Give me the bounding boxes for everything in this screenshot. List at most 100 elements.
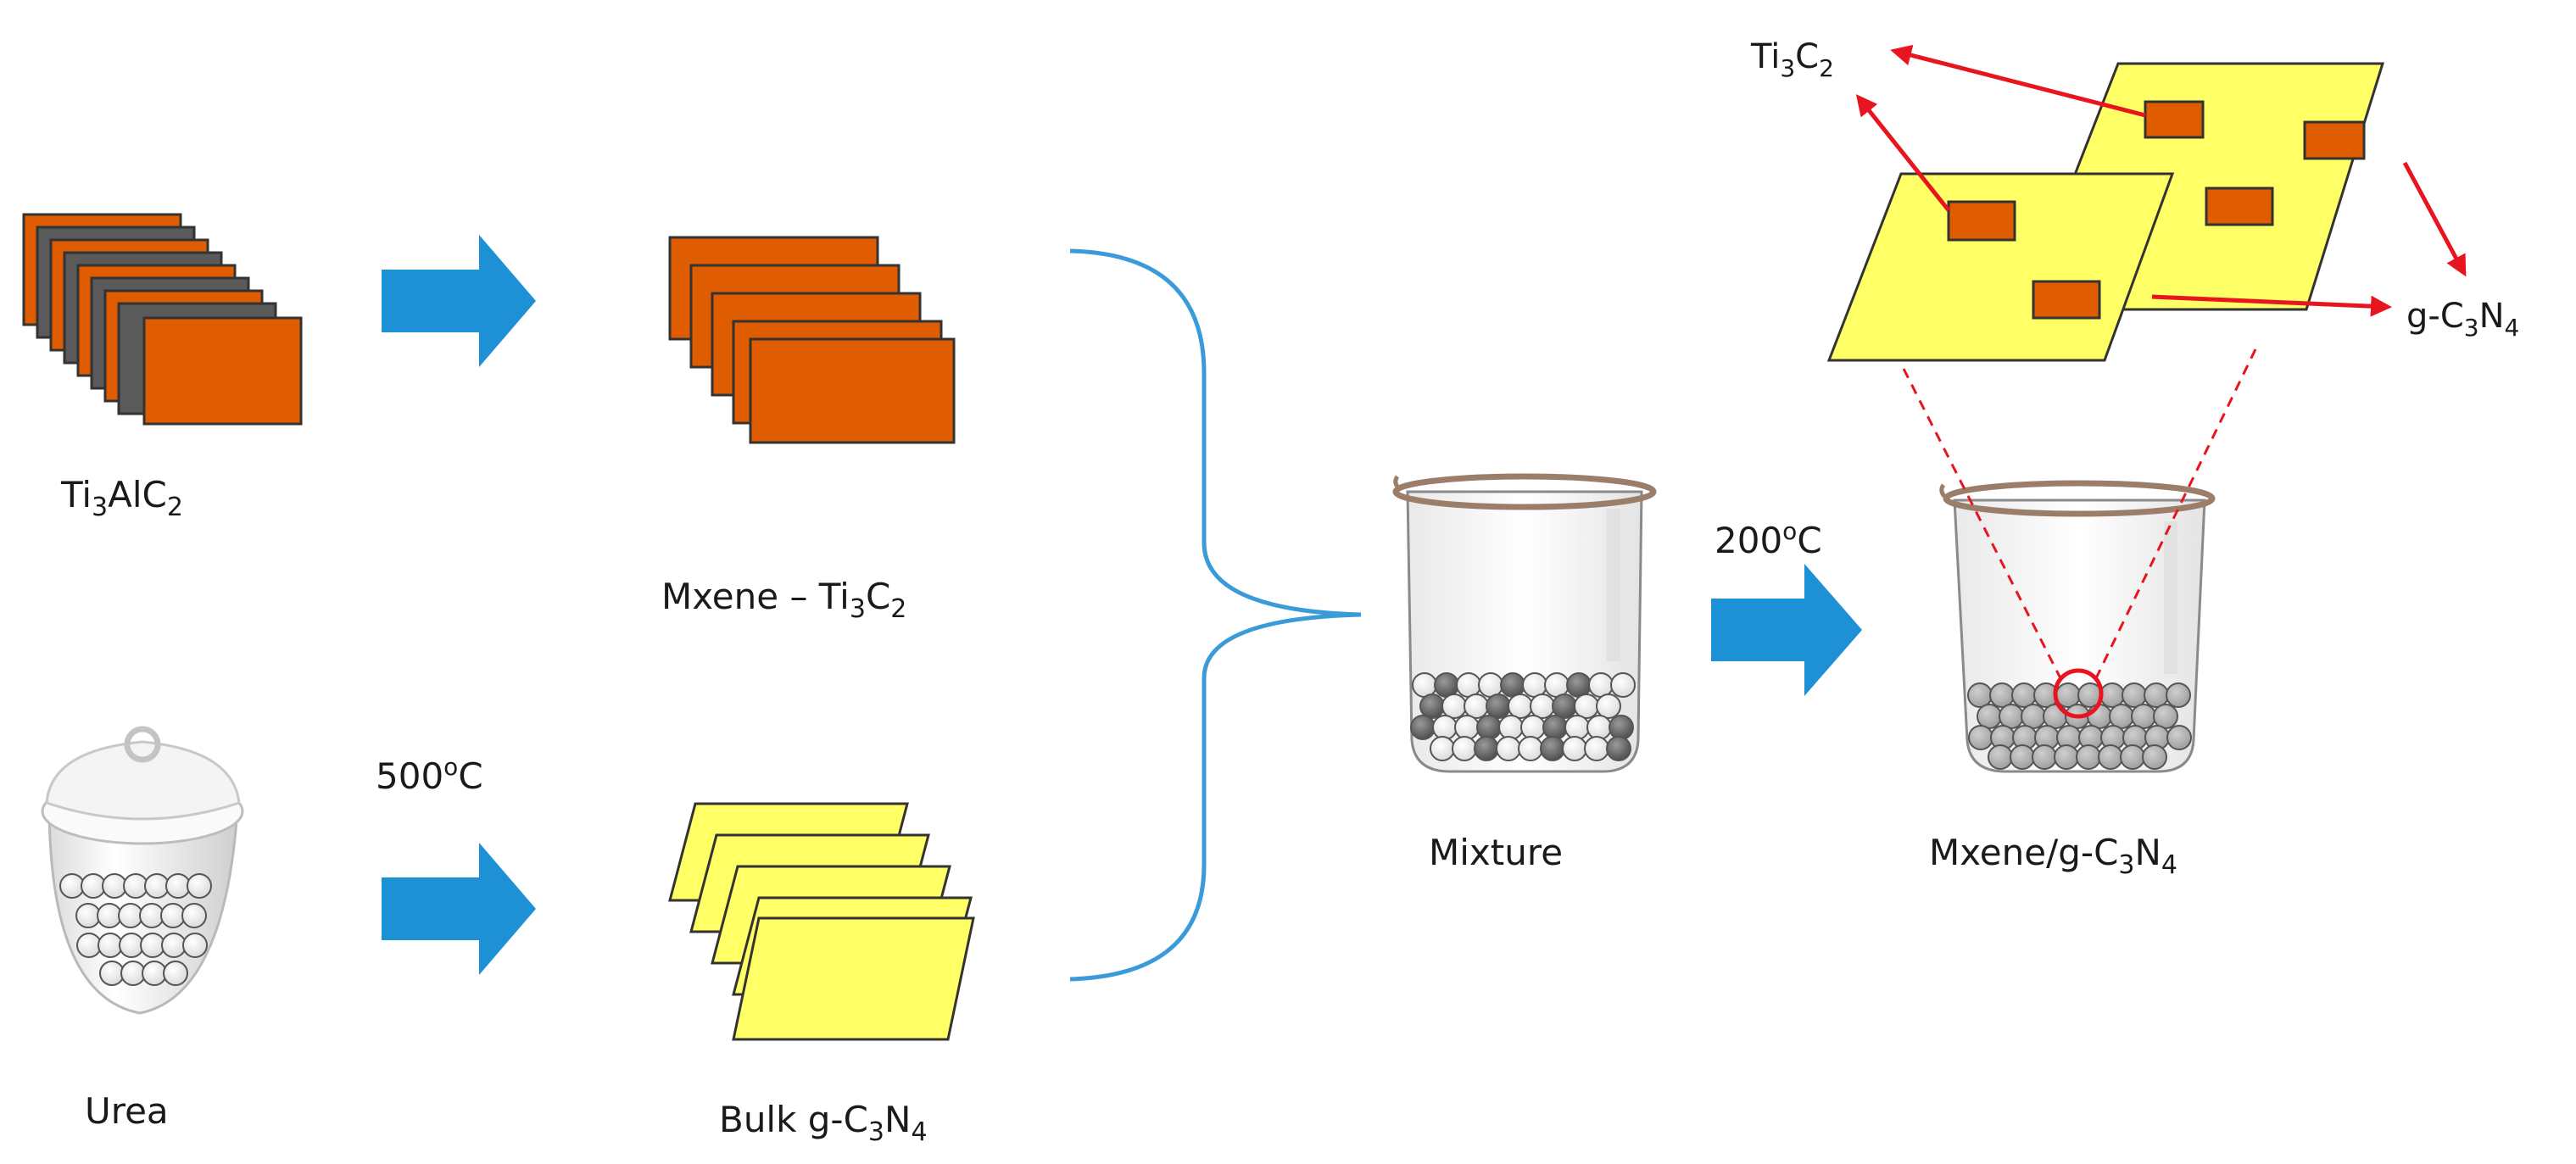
crucible-ball: [102, 873, 127, 899]
mixture-ball: [1520, 715, 1546, 740]
mixture-beaker-icon: [1392, 473, 1657, 773]
mixture-ball: [1596, 693, 1621, 719]
mixture-ball: [1522, 672, 1547, 698]
mixture-ball: [1456, 672, 1481, 698]
crucible-ball: [139, 903, 164, 928]
mixture-ball: [1486, 693, 1511, 719]
mixture-ball: [1508, 693, 1533, 719]
crucible-ball: [161, 933, 187, 958]
label-temp-500: 500oC: [376, 753, 483, 797]
label-inset-ti3c2: Ti3C2: [1750, 37, 1834, 82]
callout-arrows: [1855, 44, 2467, 317]
composite-ball: [2166, 682, 2191, 708]
mixture-ball: [1498, 715, 1524, 740]
composite-ball: [2109, 704, 2134, 729]
crucible-ball: [123, 873, 148, 899]
mixture-ball: [1412, 672, 1437, 698]
crucible-ball: [142, 961, 167, 986]
mixture-ball: [1452, 736, 1477, 761]
composite-ball: [1977, 704, 2002, 729]
mixture-ball: [1564, 715, 1590, 740]
crucible-ball: [75, 903, 101, 928]
mixture-ball: [1544, 672, 1570, 698]
composite-ball: [2087, 704, 2112, 729]
crucible-ball: [97, 903, 122, 928]
crucible-ball: [98, 933, 123, 958]
mixture-ball: [1609, 715, 1634, 740]
zoom-circle: [2053, 668, 2104, 719]
mixture-ball: [1606, 736, 1631, 761]
bulk-gcn-stack: [668, 802, 975, 1041]
crucible-ball: [181, 903, 207, 928]
label-composite: Mxene/g-C3N4: [1929, 832, 2177, 880]
composite-ball: [2166, 725, 2192, 750]
composite-ball: [2122, 682, 2147, 708]
composite-ball: [2099, 682, 2125, 708]
composite-ball: [1968, 725, 1993, 750]
mixture-ball: [1419, 693, 1445, 719]
composite-ball: [2076, 744, 2101, 770]
composite-ball: [2142, 744, 2167, 770]
crucible-ball: [144, 873, 170, 899]
mixture-ball: [1518, 736, 1543, 761]
arrow-1-icon: [382, 235, 536, 367]
crucible-ball: [165, 873, 191, 899]
composite-ball: [1988, 744, 2013, 770]
inset-sheets: [1826, 62, 2385, 362]
arrow-3-icon: [1711, 564, 1862, 696]
mixture-ball: [1552, 693, 1577, 719]
crucible-ball: [120, 961, 146, 986]
composite-ball: [2144, 682, 2169, 708]
composite-ball: [2010, 744, 2035, 770]
composite-ball: [1989, 682, 2015, 708]
mixture-ball: [1588, 672, 1614, 698]
mixture-ball: [1584, 736, 1609, 761]
crucible-ball: [118, 903, 143, 928]
mixture-ball: [1474, 736, 1499, 761]
mixture-ball: [1476, 715, 1502, 740]
mixture-ball: [1530, 693, 1555, 719]
composite-ball: [2120, 744, 2145, 770]
zoom-line-left: [1902, 368, 2062, 679]
label-temp-200: 200oC: [1715, 517, 1822, 561]
crucible-ball: [182, 933, 208, 958]
label-inset-gcn: g-C3N4: [2406, 297, 2519, 342]
mixture-ball: [1441, 693, 1467, 719]
callout-arrow-gcn-b: [2151, 294, 2392, 317]
mixture-ball: [1500, 672, 1525, 698]
mixture-ball: [1430, 736, 1455, 761]
crucible-ball: [99, 961, 125, 986]
composite-ball: [2098, 744, 2123, 770]
mxene-stack: [668, 236, 956, 444]
mixture-ball: [1478, 672, 1503, 698]
mixture-ball: [1574, 693, 1599, 719]
composite-ball: [2131, 704, 2156, 729]
ti3alc2-stack: [22, 213, 303, 426]
callout-arrow-gcn-a: [2402, 161, 2467, 277]
crucible-ball: [140, 933, 165, 958]
arrow-2-icon: [382, 843, 536, 975]
label-mixture: Mixture: [1429, 832, 1563, 873]
label-bulk-gcn: Bulk g-C3N4: [719, 1099, 928, 1147]
mixture-ball: [1610, 672, 1636, 698]
mixture-ball: [1432, 715, 1458, 740]
mixture-ball: [1542, 715, 1568, 740]
mixture-ball: [1540, 736, 1565, 761]
mixture-ball: [1496, 736, 1521, 761]
crucible-ball: [187, 873, 212, 899]
mixture-ball: [1454, 715, 1480, 740]
callout-arrow-ti3c2-b: [1855, 94, 1950, 212]
composite-ball: [2043, 704, 2068, 729]
composite-ball: [2153, 704, 2178, 729]
composite-ball: [2011, 682, 2037, 708]
mixture-ball: [1562, 736, 1587, 761]
bracket-icon: [1069, 248, 1362, 982]
zoom-line-right: [2094, 348, 2257, 679]
composite-ball: [1999, 704, 2024, 729]
label-urea: Urea: [85, 1090, 169, 1132]
mixture-ball: [1464, 693, 1489, 719]
crucible-ball: [119, 933, 144, 958]
mixture-ball: [1586, 715, 1612, 740]
composite-ball: [2054, 744, 2079, 770]
